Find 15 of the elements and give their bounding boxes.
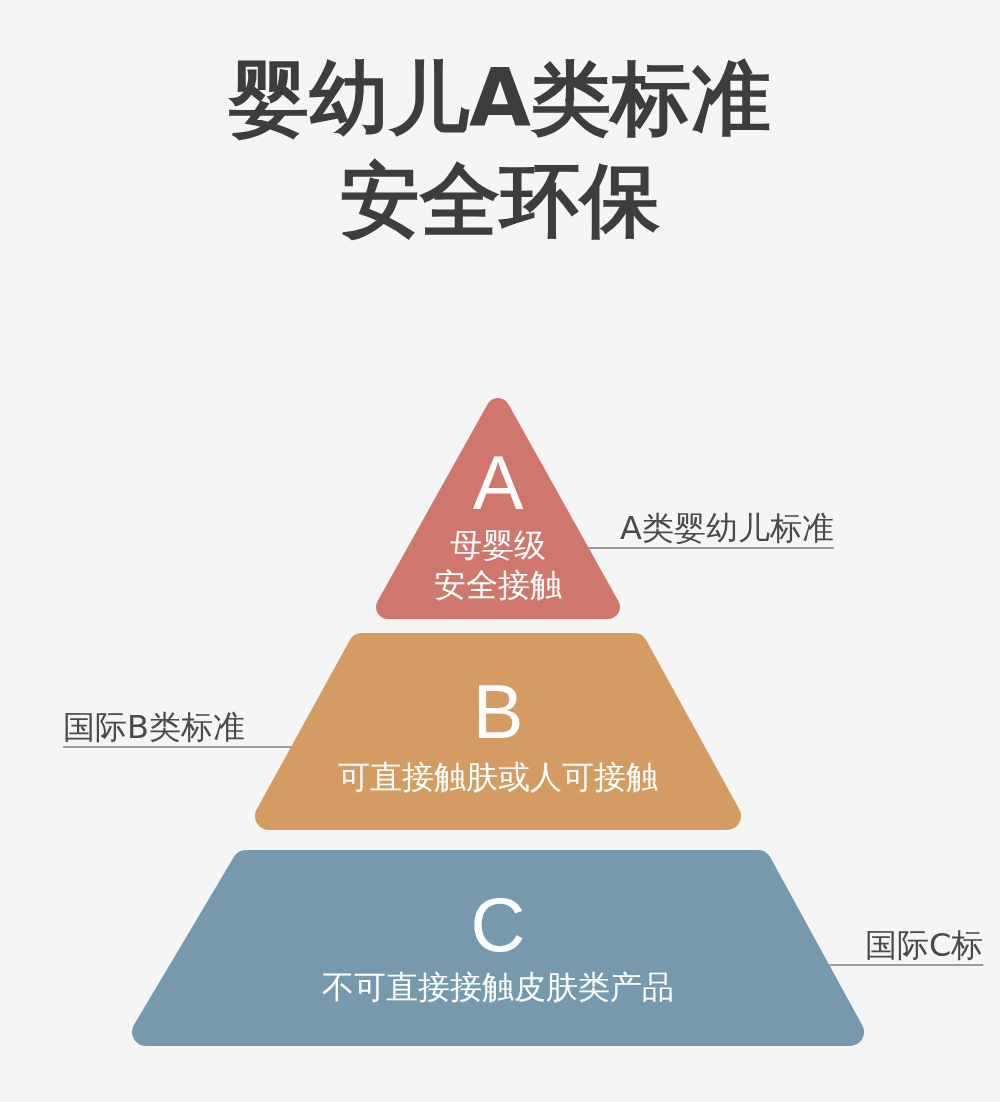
leader-line bbox=[62, 746, 292, 748]
tier-description: 可直接触肤或人可接触 bbox=[338, 757, 658, 797]
standard-label: 国际B类标准 bbox=[63, 707, 245, 747]
standard-label: A类婴幼儿标准 bbox=[620, 508, 834, 548]
leader-line bbox=[828, 964, 985, 966]
pyramid-tier bbox=[132, 850, 864, 1046]
standard-label: 国际C标 bbox=[865, 925, 984, 965]
tier-description: 不可直接接触皮肤类产品 bbox=[322, 967, 674, 1007]
pyramid-tier bbox=[376, 398, 620, 619]
tier-letter: C bbox=[470, 887, 526, 963]
tier-letter: A bbox=[472, 445, 524, 521]
tier-letter: B bbox=[472, 674, 524, 750]
pyramid-tier bbox=[255, 633, 741, 830]
title: 婴幼儿A类标准安全环保 bbox=[227, 51, 772, 249]
tier-description: 母婴级安全接触 bbox=[433, 525, 563, 605]
